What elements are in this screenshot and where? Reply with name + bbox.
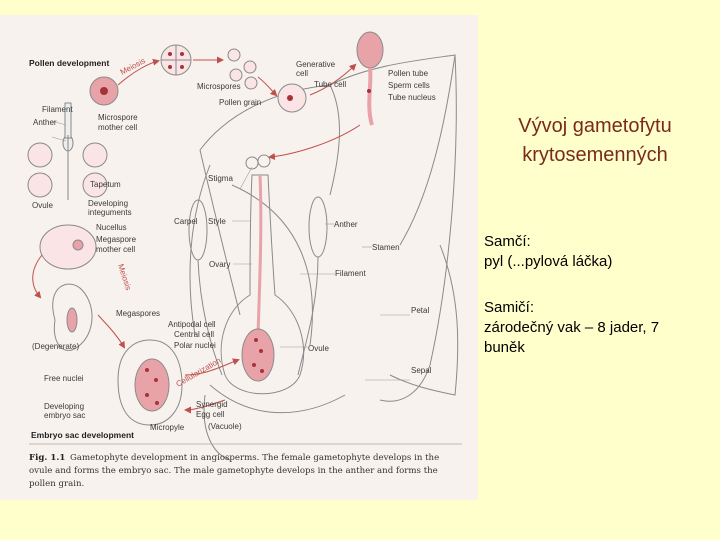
label-pollen-grain: Pollen grain — [219, 98, 261, 107]
caption-line-2: ovule and forms the embryo sac. The male… — [29, 466, 438, 476]
label-sepal: Sepal — [411, 366, 432, 375]
slide-title-line-2: krytosemenných — [522, 144, 668, 166]
slide-title: Vývoj gametofytu krytosemenných — [490, 112, 700, 170]
label-filament-right: Filament — [335, 269, 366, 278]
label-stamen: Stamen — [372, 243, 400, 252]
caption-fig-label: Fig. 1.1 — [29, 453, 65, 463]
label-megaspores: Megaspores — [116, 309, 160, 318]
label-nucellus: Nucellus — [96, 223, 127, 232]
embryo-sac-drawing — [241, 328, 275, 382]
female-text-line-1: zárodečný vak – 8 jader, 7 — [484, 319, 660, 336]
pollen-heading: Pollen development — [29, 58, 109, 68]
label-polar: Polar nuclei — [174, 341, 216, 350]
label-pollen-tube: Pollen tube — [388, 69, 429, 78]
female-text-block: Samičí: zárodečný vak – 8 jader, 7 buněk — [484, 298, 714, 358]
male-text: pyl (...pylová láčka) — [484, 253, 613, 270]
label-egg: Egg cell — [196, 410, 225, 419]
label-generative-2: cell — [296, 69, 308, 78]
label-microspores: Microspores — [197, 82, 241, 91]
cellularization-label: Cellularization — [175, 356, 223, 389]
label-tapetum: Tapetum — [90, 180, 121, 189]
label-microspore-mother-2: mother cell — [98, 123, 137, 132]
label-tube-nucleus: Tube nucleus — [388, 93, 436, 102]
label-central: Central cell — [174, 330, 214, 339]
male-text-block: Samčí: pyl (...pylová láčka) — [484, 232, 714, 272]
label-dev-embryo-2: embryo sac — [44, 411, 85, 420]
embryo-sac-sequence — [32, 224, 240, 426]
flower-diagram — [188, 54, 459, 461]
male-heading: Samčí: — [484, 233, 531, 250]
label-sperm-cells: Sperm cells — [388, 81, 430, 90]
label-free-nuclei: Free nuclei — [44, 374, 84, 383]
label-anther-left: Anther — [33, 118, 57, 127]
label-tube-cell: Tube cell — [314, 80, 346, 89]
label-antipodal: Antipodal cell — [168, 320, 216, 329]
gametophyte-figure: Pollen development Meiosis Filament Anth… — [0, 15, 478, 500]
label-micropyle: Micropyle — [150, 423, 185, 432]
label-megaspore-1: Megaspore — [96, 235, 137, 244]
label-style: Style — [208, 217, 226, 226]
female-heading: Samičí: — [484, 299, 535, 316]
label-megaspore-2: mother cell — [96, 245, 135, 254]
label-ovule-right: Ovule — [308, 344, 329, 353]
female-text-line-2: buněk — [484, 339, 525, 356]
label-dev-embryo-1: Developing — [44, 402, 84, 411]
slide-title-line-1: Vývoj gametofytu — [518, 115, 672, 137]
label-petal: Petal — [411, 306, 429, 315]
label-stigma: Stigma — [208, 174, 233, 183]
label-generative-1: Generative — [296, 60, 336, 69]
label-developing-integ-1: Developing — [88, 199, 128, 208]
label-anther-right: Anther — [334, 220, 358, 229]
label-degenerate: (Degenerate) — [32, 342, 79, 351]
label-filament-left: Filament — [42, 105, 73, 114]
figure-drawing: Pollen development Meiosis Filament Anth… — [27, 31, 462, 489]
label-microspore-mother-1: Microspore — [98, 113, 138, 122]
meiosis-label-left: Meiosis — [116, 263, 133, 292]
caption-line-3: pollen grain. — [29, 479, 84, 489]
label-vacuole: (Vacuole) — [208, 422, 242, 431]
embryo-heading: Embryo sac development — [31, 430, 134, 440]
label-synergid: Synergid — [196, 400, 228, 409]
label-ovary: Ovary — [209, 260, 230, 269]
caption-line-1: Gametophyte development in angiosperms. … — [70, 453, 439, 463]
label-carpel: Carpel — [174, 217, 198, 226]
pollen-sequence — [27, 31, 384, 200]
label-ovule-left: Ovule — [32, 201, 53, 210]
label-developing-integ-2: integuments — [88, 208, 132, 217]
